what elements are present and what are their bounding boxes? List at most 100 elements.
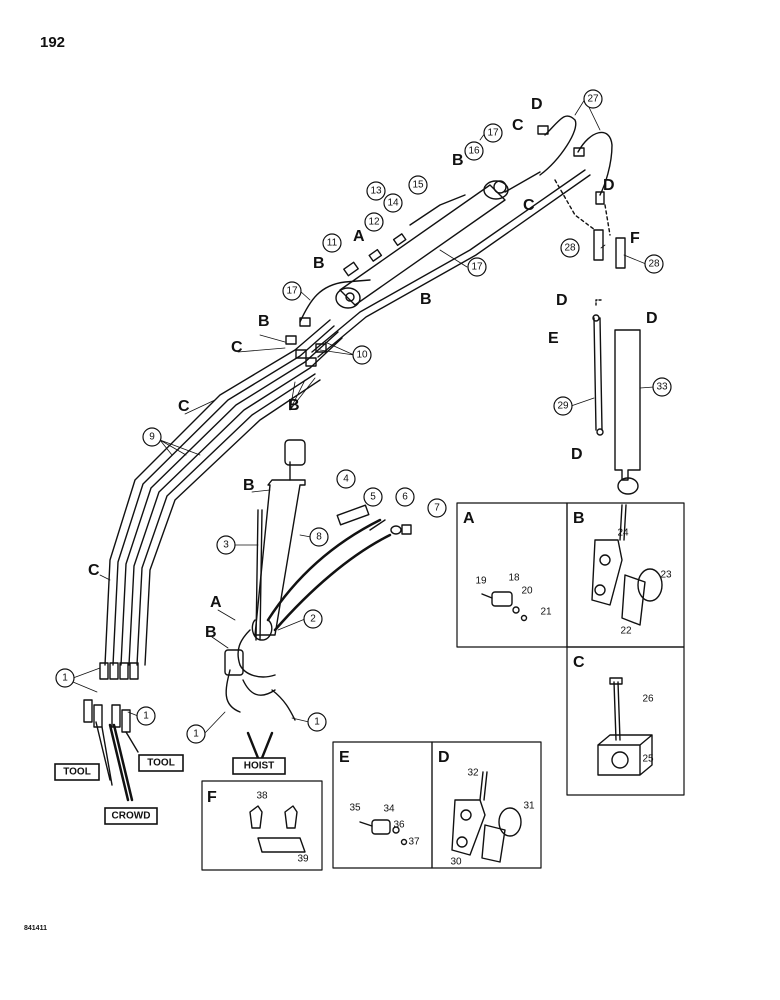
svg-text:14: 14 — [387, 198, 399, 209]
tubes-28 — [593, 229, 626, 269]
letter-d: D — [603, 177, 615, 194]
letter-c: C — [88, 562, 100, 579]
svg-text:CROWD: CROWD — [112, 811, 151, 822]
inset-e-part-37: 37 — [408, 837, 420, 848]
letter-e: E — [548, 330, 559, 347]
inset-c-block — [597, 677, 653, 776]
inset-label-f: F — [207, 789, 217, 806]
letter-b: B — [452, 152, 464, 169]
letter-d: D — [571, 446, 583, 463]
callout-16: 16 — [464, 141, 484, 161]
stick-cylinder-33 — [592, 299, 641, 495]
letter-b: B — [313, 255, 325, 272]
svg-text:15: 15 — [412, 180, 424, 191]
svg-text:4: 4 — [343, 474, 349, 485]
inset-d-flange — [451, 771, 522, 863]
svg-text:10: 10 — [356, 350, 368, 361]
svg-text:11: 11 — [327, 238, 338, 249]
callout-3: 3 — [216, 535, 236, 555]
inset-f-part-39: 39 — [297, 854, 309, 865]
figure-code: 841411 — [24, 925, 47, 932]
tube-fittings — [83, 662, 139, 802]
boom-cylinder — [335, 171, 541, 309]
svg-text:2: 2 — [310, 614, 316, 625]
svg-text:13: 13 — [370, 186, 382, 197]
callout-9: 9 — [142, 427, 162, 447]
inset-b-part-23: 23 — [660, 570, 672, 581]
svg-text:12: 12 — [368, 217, 380, 228]
callout-28: 28 — [560, 238, 580, 258]
svg-text:16: 16 — [468, 146, 480, 157]
inset-a-part-21: 21 — [540, 607, 552, 618]
letter-c: C — [512, 117, 524, 134]
hose-17-lower-b — [317, 174, 591, 358]
callout-4: 4 — [336, 469, 356, 489]
svg-text:1: 1 — [193, 729, 199, 740]
inset-e-part-34: 34 — [383, 804, 395, 815]
svg-text:6: 6 — [402, 492, 408, 503]
hoist-cylinder — [224, 439, 306, 696]
inset-label-e: E — [339, 749, 350, 766]
svg-text:28: 28 — [648, 259, 660, 270]
inset-e-part-35: 35 — [349, 803, 361, 814]
inset-c-part-26: 26 — [642, 694, 654, 705]
callout-10: 10 — [352, 345, 372, 365]
callout-17: 17 — [483, 123, 503, 143]
svg-text:17: 17 — [286, 286, 298, 297]
callout-1: 1 — [186, 724, 206, 744]
inset-d-part-30: 30 — [450, 857, 462, 868]
svg-text:28: 28 — [564, 243, 576, 254]
inset-b-part-22: 22 — [620, 626, 632, 637]
svg-text:9: 9 — [149, 432, 155, 443]
svg-text:33: 33 — [656, 382, 668, 393]
inset-a-part-20: 20 — [521, 586, 533, 597]
inset-label-c: C — [573, 654, 585, 671]
svg-text:8: 8 — [316, 532, 322, 543]
hoist-supply-hoses — [266, 504, 412, 632]
inset-f-clips — [249, 805, 306, 853]
callout-28: 28 — [644, 254, 664, 274]
svg-text:1: 1 — [143, 711, 149, 722]
inset-f-part-38: 38 — [256, 791, 268, 802]
svg-text:1: 1 — [314, 717, 320, 728]
label-box-tool: TOOL — [54, 763, 100, 781]
callout-8: 8 — [309, 527, 329, 547]
inset-c-part-25: 25 — [642, 754, 654, 765]
letter-b: B — [205, 624, 217, 641]
svg-text:1: 1 — [62, 673, 68, 684]
svg-text:17: 17 — [487, 128, 499, 139]
page-number: 192 — [40, 34, 66, 51]
callout-1: 1 — [307, 712, 327, 732]
callout-7: 7 — [427, 498, 447, 518]
letter-b: B — [243, 477, 255, 494]
svg-text:TOOL: TOOL — [63, 767, 91, 778]
inset-a-clamp — [481, 591, 528, 622]
label-box-tool: TOOL — [138, 754, 184, 772]
letter-b: B — [258, 313, 270, 330]
callout-33: 33 — [652, 377, 672, 397]
inset-b-part-24: 24 — [617, 528, 629, 539]
letter-b: B — [420, 291, 432, 308]
callout-27: 27 — [583, 89, 603, 109]
inset-a-part-18: 18 — [508, 573, 520, 584]
letter-b: B — [288, 397, 300, 414]
callout-11: 11 — [322, 233, 342, 253]
svg-text:TOOL: TOOL — [147, 758, 175, 769]
callout-14: 14 — [383, 193, 403, 213]
svg-text:7: 7 — [434, 503, 440, 514]
inset-label-b: B — [573, 510, 585, 527]
callout-12: 12 — [364, 212, 384, 232]
callout-17: 17 — [467, 257, 487, 277]
inset-label-a: A — [463, 510, 475, 527]
callout-29: 29 — [553, 396, 573, 416]
label-arrows — [99, 334, 316, 649]
inset-e-part-36: 36 — [393, 820, 405, 831]
hose-17-left — [299, 279, 371, 323]
inset-frames — [201, 502, 685, 871]
letter-d: D — [556, 292, 568, 309]
callout-5: 5 — [363, 487, 383, 507]
boxed-label-leaders — [246, 731, 274, 760]
inset-b-flange — [591, 504, 663, 626]
